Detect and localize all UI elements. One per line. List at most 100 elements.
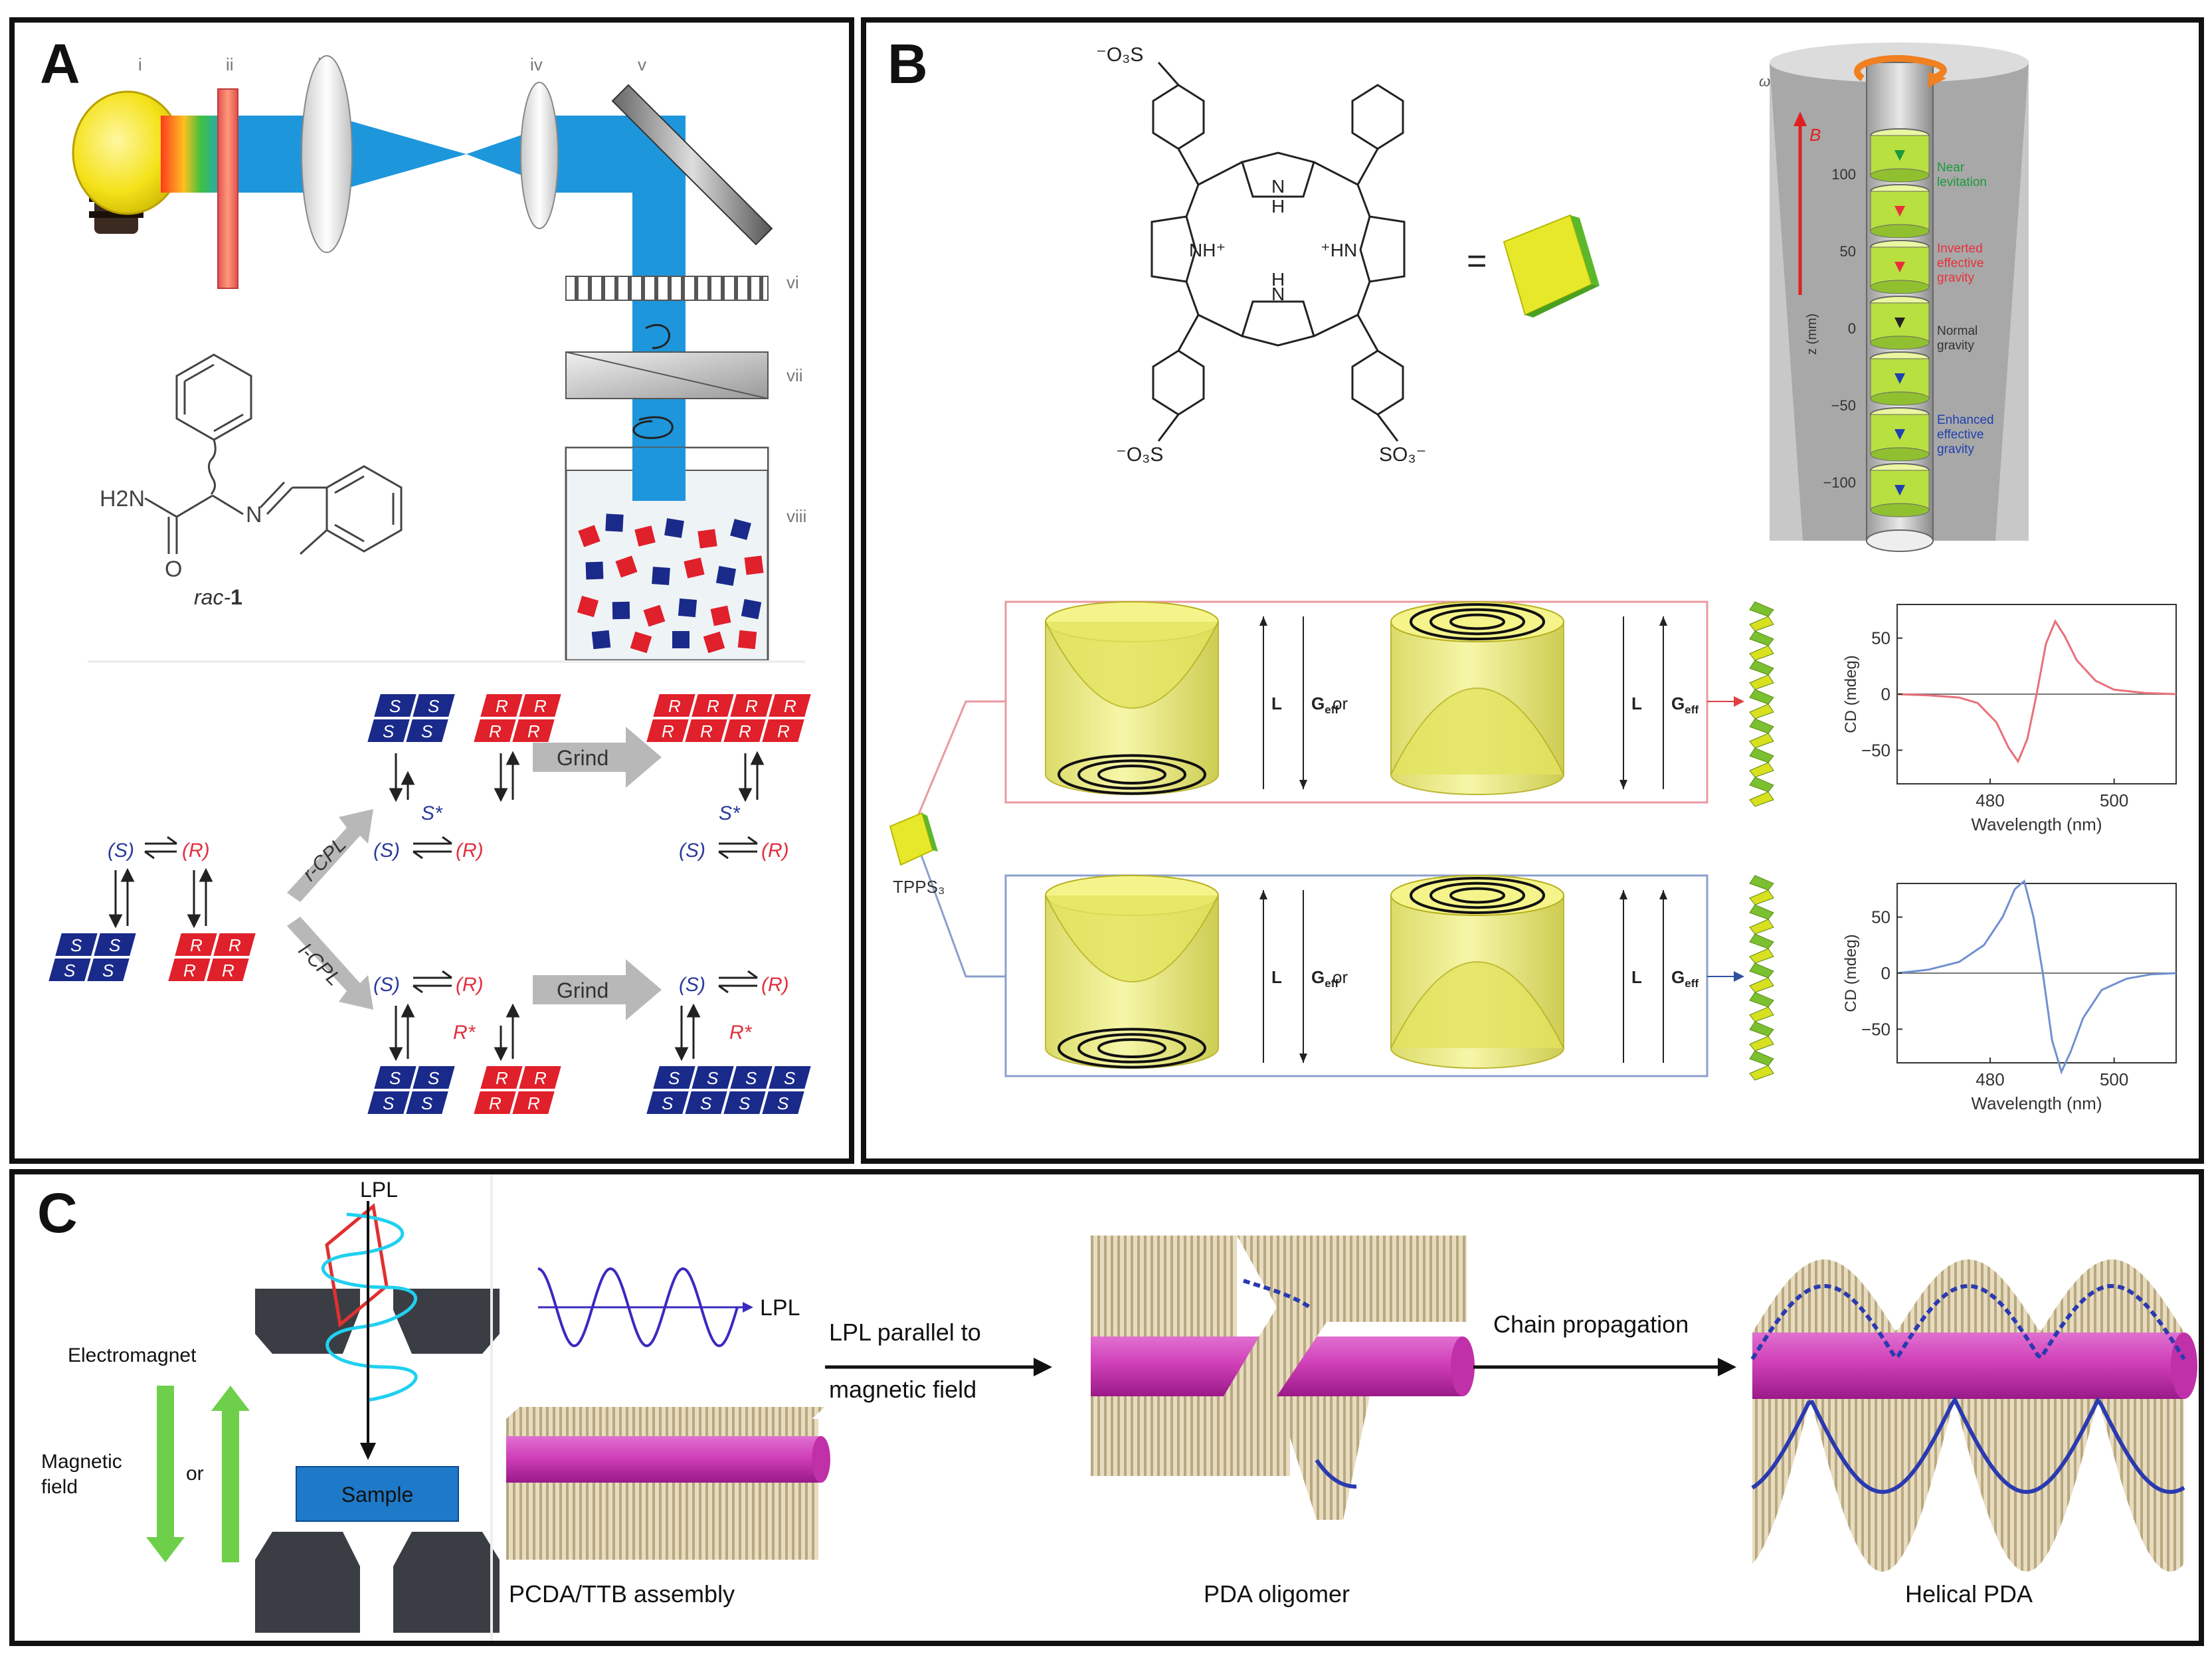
crystal-cube — [744, 555, 764, 575]
r-crystal-tile: R — [651, 693, 697, 718]
svg-text:R: R — [527, 1093, 540, 1113]
tick-neg100: −100 — [1823, 474, 1856, 491]
svg-text:S: S — [707, 1068, 719, 1088]
light-bulb-icon — [72, 90, 183, 234]
vortex-cylinder — [1390, 601, 1564, 795]
l-cpl-arrow: l-CPL — [287, 917, 373, 1010]
S-star-rcpl: S* — [421, 802, 443, 824]
r-crystal-tile: R — [166, 957, 213, 982]
crystal-cube — [630, 631, 652, 654]
s-crystal-tile: S — [411, 1065, 457, 1090]
r-crystal-tile: R — [517, 693, 563, 718]
sample-label: Sample — [341, 1483, 414, 1507]
imine-label: N — [246, 502, 262, 527]
s-crystal-tile: S — [404, 718, 450, 743]
svg-text:S: S — [745, 1068, 757, 1088]
svg-text:S: S — [383, 1093, 395, 1113]
zone-label: Inverted — [1937, 242, 1983, 256]
L-label: L — [1271, 967, 1282, 987]
r-crystal-tile: R — [728, 693, 775, 718]
zone-label: Near — [1937, 161, 1965, 175]
filter-ii — [217, 88, 238, 289]
r-crystal-tile: R — [683, 718, 729, 743]
levitating-cell — [1870, 128, 1930, 183]
svg-text:R: R — [668, 696, 681, 716]
R-paren-rcpl: (R) — [456, 840, 484, 862]
svg-text:S: S — [389, 696, 401, 716]
crystal-cube — [577, 595, 599, 618]
label-vi: vi — [786, 272, 799, 292]
label-ii: ii — [226, 54, 234, 74]
x-tick-label: 480 — [1976, 790, 2004, 810]
svg-text:R: R — [700, 721, 713, 741]
R-star-lcpl: R* — [453, 1022, 476, 1044]
r-crystal-tile: R — [510, 718, 557, 743]
zone-label: levitation — [1937, 175, 1987, 189]
r-crystal-tile: R — [644, 718, 691, 743]
cd-ylabel: CD (mdeg) — [1842, 934, 1860, 1012]
crystal-cube — [730, 519, 751, 540]
svg-text:S: S — [102, 961, 114, 980]
arrow1-line2: magnetic field — [829, 1376, 976, 1403]
pyrrole-n-top: N — [1271, 176, 1285, 197]
zone-label: gravity — [1937, 442, 1974, 456]
levitation-apparatus — [1770, 43, 2029, 552]
S-paren-rcpl: (S) — [373, 840, 400, 862]
svg-text:R: R — [707, 696, 719, 716]
r-crystal-tile: R — [767, 693, 813, 718]
carbonyl-label: O — [165, 557, 182, 582]
svg-text:R: R — [229, 935, 241, 955]
s-crystal-tile: S — [721, 1090, 768, 1115]
so3-top-left: ⁻O₃S — [1096, 44, 1143, 66]
y-tick-label: −50 — [1861, 740, 1890, 760]
y-tick-label: 0 — [1881, 963, 1890, 983]
svg-text:R: R — [745, 696, 758, 716]
x-tick-label: 500 — [2100, 790, 2128, 810]
crystal-cube — [664, 518, 684, 538]
crystal-cube — [612, 601, 630, 620]
caption-pcda: PCDA/TTB assembly — [509, 1580, 735, 1608]
or-label: or — [1333, 967, 1348, 987]
tpps3-label: TPPS₃ — [893, 877, 945, 897]
electromagnet-setup — [146, 1201, 500, 1633]
y-tick-label: −50 — [1861, 1019, 1890, 1039]
cd-ylabel: CD (mdeg) — [1842, 655, 1860, 733]
svg-text:R: R — [662, 721, 674, 741]
svg-text:S: S — [389, 1068, 401, 1088]
L-label: L — [1631, 967, 1642, 987]
S-paren-rgrind: (S) — [679, 840, 705, 862]
crystal-cube — [703, 631, 725, 654]
magnetic-label-1: Magnetic — [41, 1451, 122, 1473]
tick-100: 100 — [1831, 166, 1856, 183]
panel-a-figure: i ii iii iv v vi vii viii — [46, 54, 813, 1115]
s-crystal-tile: S — [85, 957, 132, 982]
helical-aggregate — [1749, 875, 1774, 1081]
levitating-cell — [1870, 184, 1930, 238]
caption-oligomer: PDA oligomer — [1204, 1580, 1350, 1608]
tick-50: 50 — [1840, 243, 1856, 260]
label-viii: viii — [786, 506, 806, 526]
S-paren-left: (S) — [108, 840, 134, 862]
polarizer-vi — [565, 276, 769, 301]
levitating-cell — [1870, 351, 1930, 406]
svg-text:S: S — [64, 961, 76, 980]
so3-bottom-right: SO₃⁻ — [1379, 444, 1426, 466]
R-paren-lgrind: (R) — [761, 974, 789, 996]
pyrrole-nh-left: NH⁺ — [1189, 240, 1226, 260]
G-eff-label: Geff — [1671, 967, 1699, 990]
r-crystal-tile: R — [478, 693, 525, 718]
svg-text:Grind: Grind — [557, 978, 608, 1002]
label-iv: iv — [530, 54, 543, 74]
r-crystal-tile: R — [760, 718, 806, 743]
S-star-rgrind: S* — [719, 802, 741, 824]
pyrrole-nh-right: ⁺HN — [1321, 240, 1357, 260]
svg-text:R: R — [739, 721, 751, 741]
y-tick-label: 50 — [1871, 628, 1890, 648]
rac-label: rac-1 — [194, 585, 242, 609]
y-tick-label: 50 — [1871, 907, 1890, 927]
pyrrole-n-bottom: N — [1271, 284, 1285, 304]
svg-text:S: S — [428, 696, 440, 716]
R-paren-rgrind: (R) — [761, 840, 789, 862]
panel-b-label: B — [887, 33, 928, 95]
s-crystal-tile: S — [92, 932, 138, 957]
